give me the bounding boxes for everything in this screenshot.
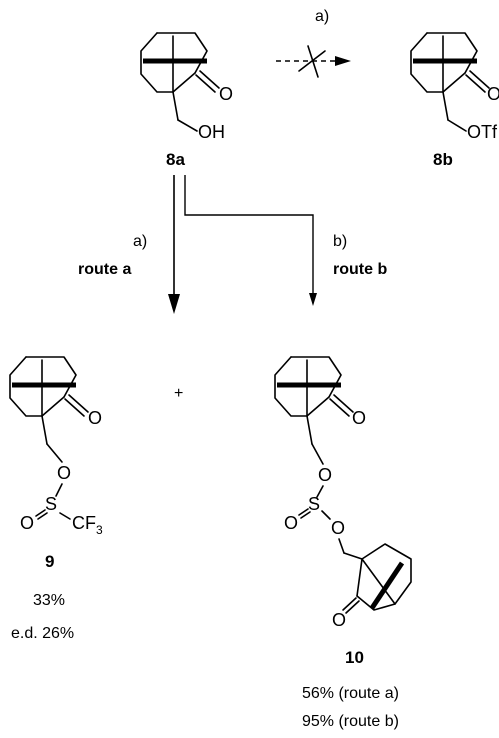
8a-hydroxyl-group: OH xyxy=(198,122,225,142)
route-a-arrow xyxy=(168,175,180,314)
route-b-label: route b xyxy=(333,261,387,278)
8b-ketone-oxygen: O xyxy=(487,84,499,104)
route-a-condition: a) xyxy=(133,233,147,250)
10-ketone-oxygen: O xyxy=(352,408,366,428)
top-reaction-condition: a) xyxy=(315,8,329,25)
9-sulfinyl-oxygen: O xyxy=(20,513,34,533)
10-ketone-oxygen-2: O xyxy=(332,610,346,630)
compound-8b-label: 8b xyxy=(433,150,453,169)
compound-9-ed: e.d. 26% xyxy=(11,625,74,642)
9-trifluoromethyl: CF3 xyxy=(72,513,103,537)
8b-triflate-group: OTf xyxy=(467,122,498,142)
compound-9-structure: O O S O CF3 xyxy=(9,356,103,537)
compound-8a-label: 8a xyxy=(166,150,185,169)
10-ester-oxygen-1: O xyxy=(318,465,332,485)
10-ester-oxygen-2: O xyxy=(331,518,345,538)
route-b-condition: b) xyxy=(333,233,347,250)
compound-8b-structure: O OTf xyxy=(410,32,499,142)
8a-ketone-oxygen: O xyxy=(219,84,233,104)
9-sulfur: S xyxy=(45,494,57,514)
compound-9-yield: 33% xyxy=(33,592,65,609)
10-sulfinyl-oxygen: O xyxy=(284,513,298,533)
compound-10-label: 10 xyxy=(345,648,364,667)
9-ketone-oxygen: O xyxy=(88,408,102,428)
route-a-label: route a xyxy=(78,261,131,278)
route-b-arrow xyxy=(184,175,317,306)
blocked-arrow-head xyxy=(335,56,351,66)
compound-10-yield-route-b: 95% (route b) xyxy=(302,713,399,730)
plus-sign: + xyxy=(174,385,183,402)
compound-8a-structure: O OH xyxy=(140,32,233,142)
blocked-reaction-cross xyxy=(298,45,326,78)
9-ester-oxygen: O xyxy=(57,463,71,483)
compound-10-yield-route-a: 56% (route a) xyxy=(302,685,399,702)
compound-9-label: 9 xyxy=(45,552,54,571)
10-sulfur: S xyxy=(308,494,320,514)
compound-10-structure: O O S O O O xyxy=(274,356,412,630)
